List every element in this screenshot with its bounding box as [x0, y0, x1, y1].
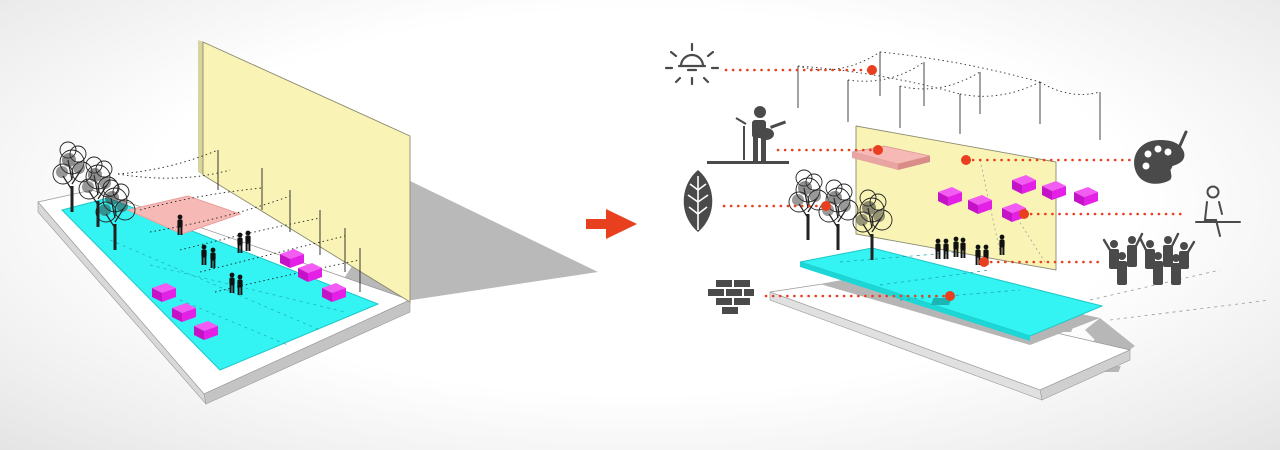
crowd-icon: [1102, 232, 1196, 285]
existing-plaza-panel: [37, 40, 598, 406]
wall-end-edge: [198, 40, 203, 175]
plaza-surface: [61, 197, 380, 371]
seated-person-icon: [1195, 185, 1241, 237]
base-slab-front: [203, 299, 411, 405]
right-arrow-icon: [586, 209, 637, 239]
plaza-drain: [930, 298, 952, 305]
stage-platform-front: [898, 156, 930, 170]
exploded-layers-panel: [722, 51, 1271, 401]
connector-dots: [821, 65, 1029, 301]
stage-platform: [126, 195, 242, 235]
plaza-grid: [109, 239, 346, 347]
ground-surface-side: [769, 291, 1043, 401]
brick-icon: [708, 280, 754, 314]
stage-platform-edge: [852, 152, 898, 170]
palette-icon: [1134, 130, 1188, 184]
ground-dashed-lines: [1089, 269, 1271, 321]
light-bulb-icon: [664, 42, 720, 86]
guitarist-icon: [707, 106, 789, 164]
leaf-icon: [683, 170, 713, 232]
art-wall: [202, 41, 411, 303]
plaza-layer-edge: [800, 262, 1030, 341]
connector-lines: [722, 68, 1188, 298]
string-lights-layer: [797, 51, 1101, 140]
